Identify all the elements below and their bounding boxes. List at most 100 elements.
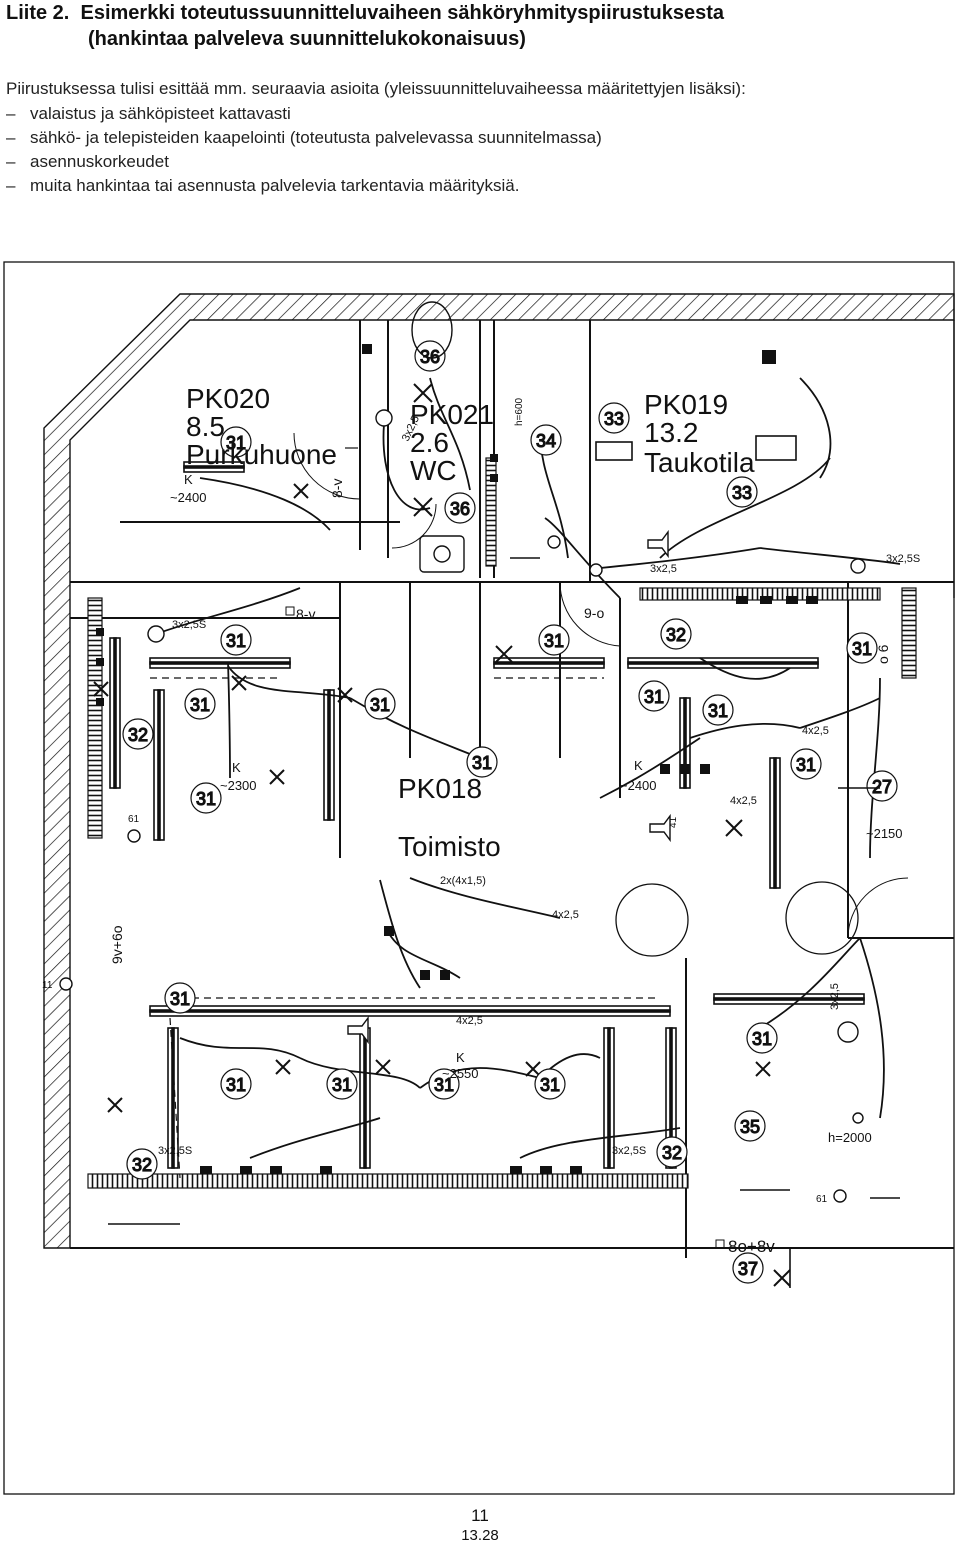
circuit-marker: 31 (702, 694, 734, 726)
plan-label: 3x2,5 (650, 563, 677, 575)
circuit-marker: 31 (326, 1068, 358, 1100)
plan-label: 13.2 (644, 417, 699, 448)
plan-label: 9-o (584, 605, 604, 621)
plan-label: h=2000 (828, 1130, 872, 1145)
plan-label: 31 (226, 1075, 246, 1095)
circuit-marker: 31 (220, 426, 252, 458)
circuit-marker: 36 (414, 340, 446, 372)
plan-label: o 6 (875, 644, 891, 664)
list-item: valaistus ja sähköpisteet kattavasti (6, 102, 602, 126)
appendix-label: Liite 2. (6, 2, 70, 24)
plan-label: 31 (472, 753, 492, 773)
height-annotations: ~2400 ~2300 ~2400 ~2550 ~2150 h=2000 h=6… (170, 397, 903, 1145)
plan-label: 3x2,5 (829, 983, 841, 1010)
plan-label: h=600 (514, 397, 525, 426)
plan-label: 31 (644, 687, 664, 707)
plan-label: 4x2,5 (552, 909, 579, 921)
circuit-marker: 27 (866, 770, 898, 802)
plan-label: PK021 (410, 399, 494, 430)
circuit-marker: 31 (184, 688, 216, 720)
circuit-marker: 33 (726, 476, 758, 508)
plan-label: 36 (450, 499, 470, 519)
circuit-marker: 31 (538, 624, 570, 656)
document-code: 13.28 (461, 1527, 499, 1544)
plan-label: 37 (738, 1259, 758, 1279)
plan-label: 31 (196, 789, 216, 809)
plan-label: ~2400 (170, 490, 207, 505)
cable-runs (155, 377, 901, 1159)
plan-label: ~2400 (620, 778, 657, 793)
plan-label: 27 (872, 777, 892, 797)
drawing-frame (3, 261, 955, 1495)
circuit-marker: 31 (428, 1068, 460, 1100)
plan-label: 31 (226, 433, 246, 453)
plan-label: 31 (226, 631, 246, 651)
electrical-floor-plan: 31 31 31 31 31 31 31 31 31 31 31 31 31 3… (3, 261, 955, 1495)
plan-label: WC (410, 455, 457, 486)
room-pk019: PK019 13.2 Taukotila (644, 389, 755, 478)
plan-label: 2.6 (410, 427, 449, 458)
list-item: muita hankintaa tai asennusta palvelevia… (6, 174, 602, 198)
plan-label: 31 (544, 631, 564, 651)
circuit-marker: 32 (122, 718, 154, 750)
washbasin (411, 301, 465, 573)
plan-label: 31 (540, 1075, 560, 1095)
outlet-markers (96, 344, 818, 1174)
plan-label: 32 (132, 1155, 152, 1175)
plan-label: 32 (666, 625, 686, 645)
plan-label: 4x2,5 (730, 795, 757, 807)
plan-label: 35 (740, 1117, 760, 1137)
plan-label: 31 (708, 701, 728, 721)
plan-label: 33 (604, 409, 624, 429)
plan-label: 61 (128, 814, 140, 825)
circuit-marker: 31 (220, 1068, 252, 1100)
ceiling-light-marks (93, 383, 791, 1287)
circuit-marker: 35 (734, 1110, 766, 1142)
plan-label: 34 (536, 431, 556, 451)
cable-trunking (87, 457, 917, 1189)
plan-label: 8-v (329, 479, 345, 498)
plan-label: 31 (852, 639, 872, 659)
plan-label: 9v+6o (109, 925, 125, 964)
plan-label: 31 (752, 1029, 772, 1049)
plan-label: PK018 (398, 773, 482, 804)
circuit-markers: 31 31 31 31 31 31 31 31 31 31 31 31 31 3… (122, 340, 898, 1284)
device-symbols (59, 409, 866, 1203)
plan-label: 3x2,5S (158, 1145, 192, 1157)
plan-label: 4x2,5 (802, 725, 829, 737)
plan-label: 41 (668, 816, 679, 828)
plan-label: 4x2,5 (456, 1015, 483, 1027)
exterior-walls (43, 293, 955, 1249)
room-labels: PK020 8.5 Purkuhuone PK021 2.6 WC PK019 … (186, 383, 755, 862)
plan-label: K (184, 472, 193, 487)
circuit-marker: 31 (466, 746, 498, 778)
plan-label: 33 (732, 483, 752, 503)
circuit-marker: 31 (190, 782, 222, 814)
plan-label: 31 (796, 755, 816, 775)
circuit-marker: 31 (638, 680, 670, 712)
list-item: asennuskorkeudet (6, 150, 602, 174)
plan-label: 8-v (296, 606, 315, 622)
plan-label: 3x2,5S (172, 619, 206, 631)
plan-label: 8.5 (186, 411, 225, 442)
page-number: 11 (471, 1506, 489, 1525)
plan-label: 31 (370, 695, 390, 715)
circuit-marker: 31 (534, 1068, 566, 1100)
room-pk020: PK020 8.5 Purkuhuone (186, 383, 337, 470)
plan-label: 8o+8v (728, 1237, 775, 1256)
heading-title-line2: (hankintaa palveleva suunnittelukokonais… (88, 28, 526, 50)
intro-text: Piirustuksessa tulisi esittää mm. seuraa… (6, 79, 746, 98)
plan-label: 31 (332, 1075, 352, 1095)
plan-label: 3x2,5S (612, 1145, 646, 1157)
plan-label: 11 (42, 980, 53, 991)
plan-label: Purkuhuone (186, 439, 337, 470)
plan-label: Toimisto (398, 831, 501, 862)
cable-annotations: 3x2,5 3x2,5S 3x2,5S 3x2,5S 3x2,5S 4x2,5 … (158, 414, 920, 1157)
circuit-marker: 34 (530, 424, 562, 456)
plan-label: K (634, 758, 643, 773)
circuit-marker: 37 (732, 1252, 764, 1284)
plan-label: 32 (662, 1143, 682, 1163)
plan-label: ~2150 (866, 826, 903, 841)
misc-strokes (108, 557, 900, 1288)
plan-label: ~2550 (442, 1066, 479, 1081)
